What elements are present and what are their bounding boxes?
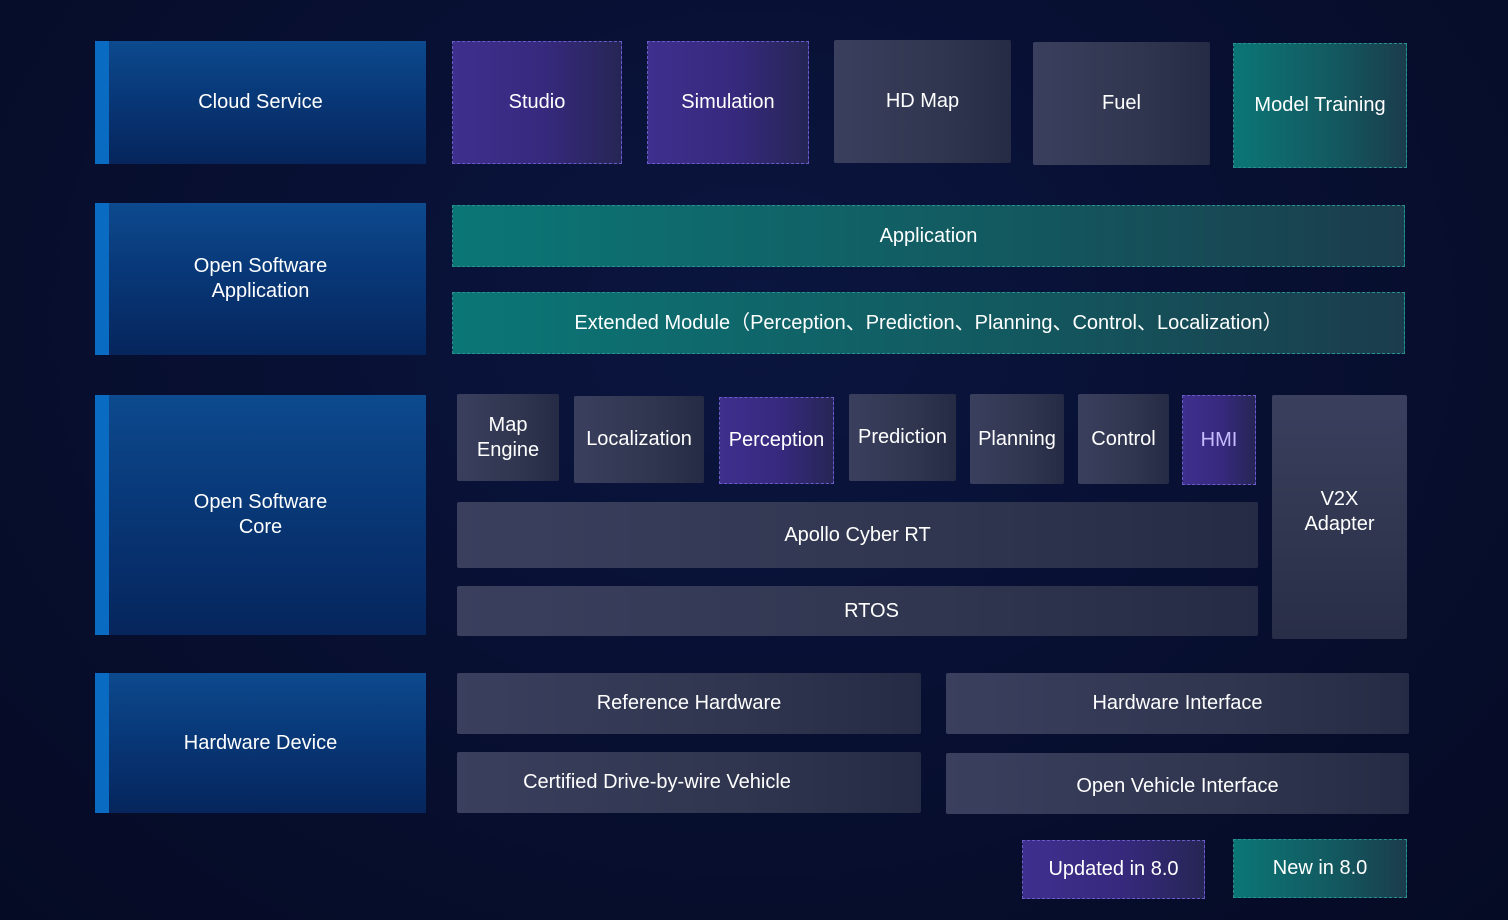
core-localization: Localization [574, 396, 704, 483]
app-application: Application [452, 205, 1405, 267]
layer-open-software-core: Open Software Core [95, 395, 426, 635]
core-planning: Planning [970, 394, 1064, 484]
app-extended-module: Extended Module（Perception、Prediction、Pl… [452, 292, 1405, 354]
hw-open-vehicle-interface: Open Vehicle Interface [946, 753, 1409, 814]
core-apollo-cyber-rt: Apollo Cyber RT [457, 502, 1258, 568]
cloud-simulation: Simulation [647, 41, 809, 164]
cloud-hd-map: HD Map [834, 40, 1011, 163]
hw-reference-hardware: Reference Hardware [457, 673, 921, 734]
layer-open-software-application: Open Software Application [95, 203, 426, 355]
cloud-model-training: Model Training [1233, 43, 1407, 168]
cloud-studio: Studio [452, 41, 622, 164]
layer-hardware-device: Hardware Device [95, 673, 426, 813]
layer-cloud-service: Cloud Service [95, 41, 426, 164]
core-perception: Perception [719, 397, 834, 484]
core-prediction: Prediction [849, 394, 956, 481]
cloud-fuel: Fuel [1033, 42, 1210, 165]
legend-updated: Updated in 8.0 [1022, 840, 1205, 899]
core-hmi: HMI [1182, 395, 1256, 485]
core-v2x-adapter: V2X Adapter [1272, 395, 1407, 639]
core-map-engine: Map Engine [457, 394, 559, 481]
core-rtos: RTOS [457, 586, 1258, 636]
legend-new: New in 8.0 [1233, 839, 1407, 898]
hw-hardware-interface: Hardware Interface [946, 673, 1409, 734]
core-control: Control [1078, 394, 1169, 484]
hw-certified-vehicle: Certified Drive-by-wire Vehicle [457, 752, 921, 813]
